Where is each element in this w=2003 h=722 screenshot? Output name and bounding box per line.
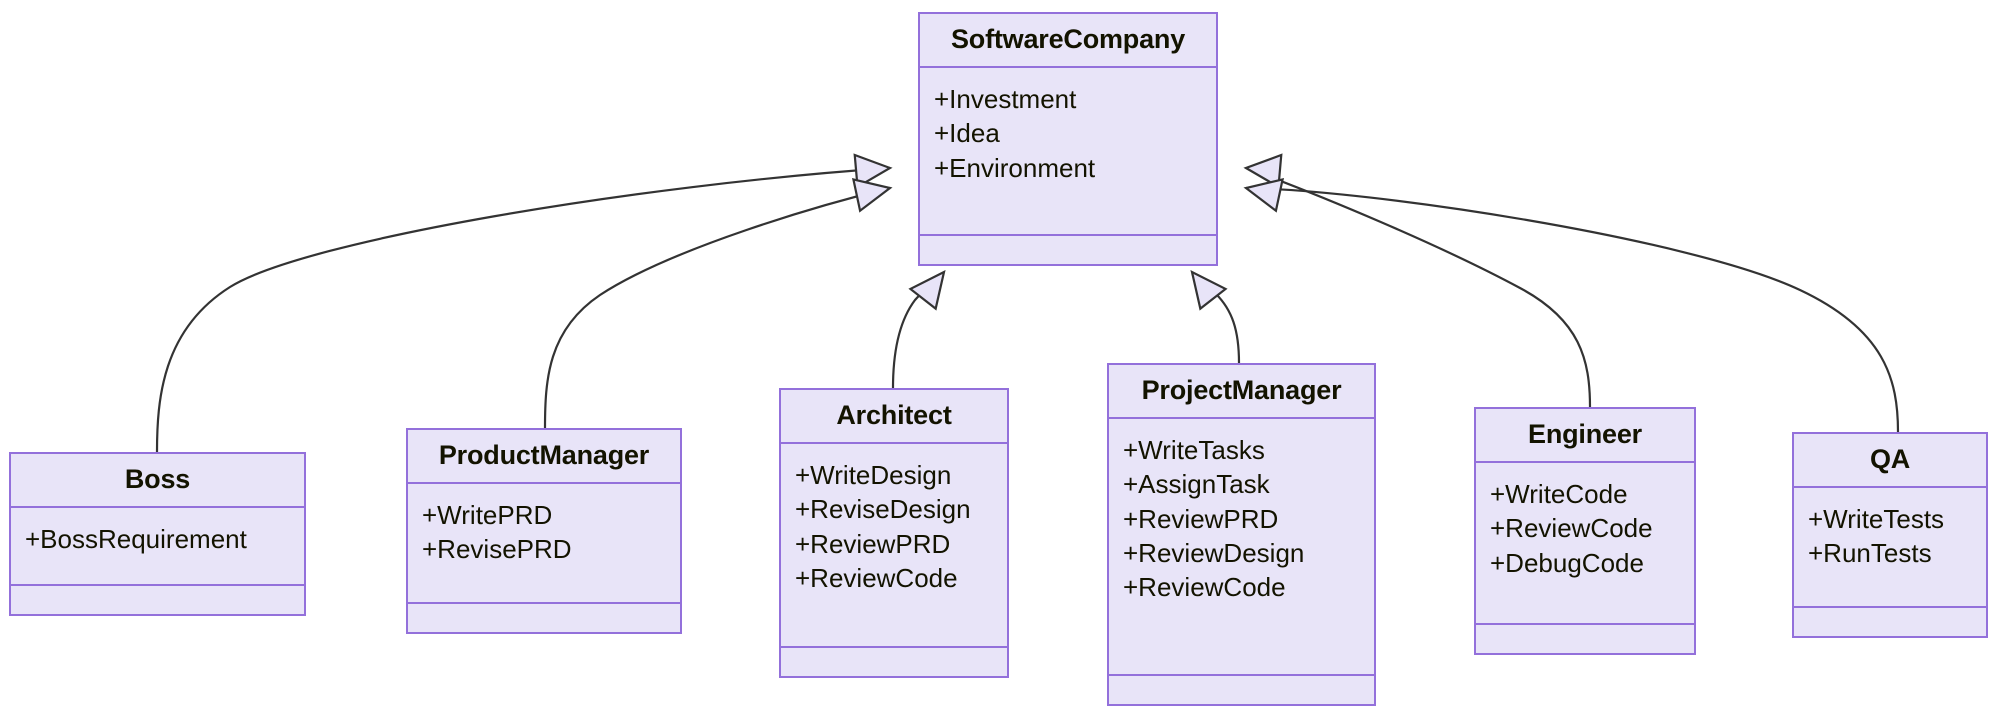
class-node-architect[interactable]: Architect+WriteDesign+ReviseDesign+Revie…	[779, 388, 1009, 678]
class-name-architect: Architect	[781, 390, 1007, 444]
arrowhead-qa	[1243, 177, 1285, 213]
class-members-product-manager: +WritePRD +RevisePRD	[408, 484, 680, 604]
class-member: +ReviewPRD	[795, 528, 951, 559]
arrowhead-architect	[908, 269, 946, 311]
inheritance-edge-architect	[891, 273, 945, 389]
class-node-project-manager[interactable]: ProjectManager+WriteTasks+AssignTask+Rev…	[1107, 363, 1376, 706]
class-methods-project-manager	[1109, 676, 1374, 704]
class-member: +Environment	[934, 152, 1096, 183]
class-members-qa: +WriteTests +RunTests	[1794, 488, 1986, 608]
class-methods-software-company	[920, 236, 1216, 264]
arrowhead-product-manager	[851, 177, 893, 213]
inheritance-edge-project-manager	[1191, 273, 1241, 364]
class-node-boss[interactable]: Boss +BossRequirement	[9, 452, 306, 616]
class-members-project-manager: +WriteTasks +AssignTask+ReviewPRD+ReviewD…	[1109, 419, 1374, 676]
class-members-software-company: +Investment +Idea+Environment	[920, 68, 1216, 236]
class-member: +RunTests	[1808, 538, 1932, 569]
class-name-product-manager: ProductManager	[408, 430, 680, 484]
arrowhead-boss	[853, 153, 893, 189]
arrowhead-project-manager	[1190, 269, 1228, 311]
class-member: +DebugCode	[1490, 547, 1644, 578]
arrowhead-engineer	[1243, 153, 1283, 189]
class-member: +ReviewDesign	[1123, 537, 1305, 568]
class-member: +WriteTests	[1808, 504, 1945, 534]
class-member: +Idea	[934, 118, 1000, 149]
class-methods-boss	[11, 586, 304, 614]
class-member: +RevisePRD	[422, 534, 572, 565]
class-name-project-manager: ProjectManager	[1109, 365, 1374, 419]
class-member: +ReviewCode	[1123, 572, 1286, 603]
class-member: +ReviewCode	[795, 562, 958, 593]
class-name-qa: QA	[1794, 434, 1986, 488]
class-member: +WriteTasks	[1123, 435, 1265, 465]
class-member: +WriteCode	[1490, 479, 1628, 509]
class-member: +WriteDesign	[795, 460, 952, 490]
class-members-architect: +WriteDesign +ReviseDesign+ReviewPRD+Revi…	[781, 444, 1007, 648]
class-member: +BossRequirement	[25, 524, 247, 554]
class-methods-product-manager	[408, 604, 680, 632]
class-node-software-company[interactable]: SoftwareCompany +Investment +Idea+Environm…	[918, 12, 1218, 266]
class-members-engineer: +WriteCode +ReviewCode+DebugCode	[1476, 463, 1694, 625]
class-methods-architect	[781, 648, 1007, 676]
class-member: +AssignTask	[1123, 469, 1270, 500]
class-member: +Investment	[934, 84, 1077, 114]
class-member: +WritePRD	[422, 500, 553, 530]
class-node-product-manager[interactable]: ProductManager +WritePRD +RevisePRD	[406, 428, 682, 634]
class-node-qa[interactable]: QA +WriteTests +RunTests	[1792, 432, 1988, 638]
class-name-boss: Boss	[11, 454, 304, 508]
class-node-engineer[interactable]: Engineer +WriteCode +ReviewCode+DebugCode	[1474, 407, 1696, 655]
class-methods-qa	[1794, 608, 1986, 636]
class-member: +ReviewCode	[1490, 513, 1653, 544]
class-methods-engineer	[1476, 625, 1694, 653]
class-members-boss: +BossRequirement	[11, 508, 304, 586]
class-name-engineer: Engineer	[1476, 409, 1694, 463]
class-name-software-company: SoftwareCompany	[920, 14, 1216, 68]
class-member: +ReviseDesign	[795, 494, 971, 525]
class-member: +ReviewPRD	[1123, 503, 1279, 534]
